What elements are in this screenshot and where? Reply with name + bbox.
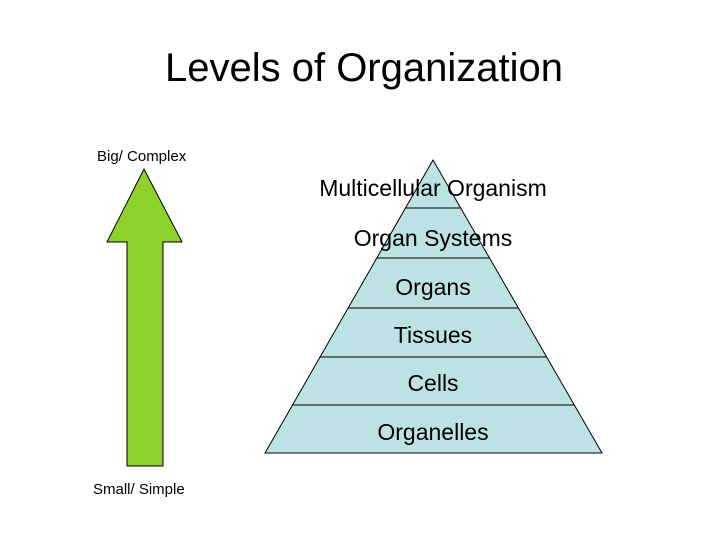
level-label-organ-systems: Organ Systems — [354, 225, 513, 251]
level-label-organs: Organs — [395, 274, 470, 300]
small-simple-label: Small/ Simple — [93, 481, 185, 498]
level-label-organelles: Organelles — [377, 419, 488, 445]
pyramid-dividers — [292, 207, 574, 406]
page-title: Levels of Organization — [164, 46, 563, 90]
big-complex-label: Big/ Complex — [97, 148, 187, 165]
up-arrow-icon — [106, 167, 183, 467]
level-label-cells: Cells — [407, 370, 458, 396]
pyramid-shape — [264, 158, 603, 454]
level-label-tissues: Tissues — [394, 322, 472, 348]
level-label-multicellular-organism: Multicellular Organism — [319, 175, 547, 201]
pyramid-labels: Multicellular Organism Organ Systems Org… — [319, 175, 547, 445]
